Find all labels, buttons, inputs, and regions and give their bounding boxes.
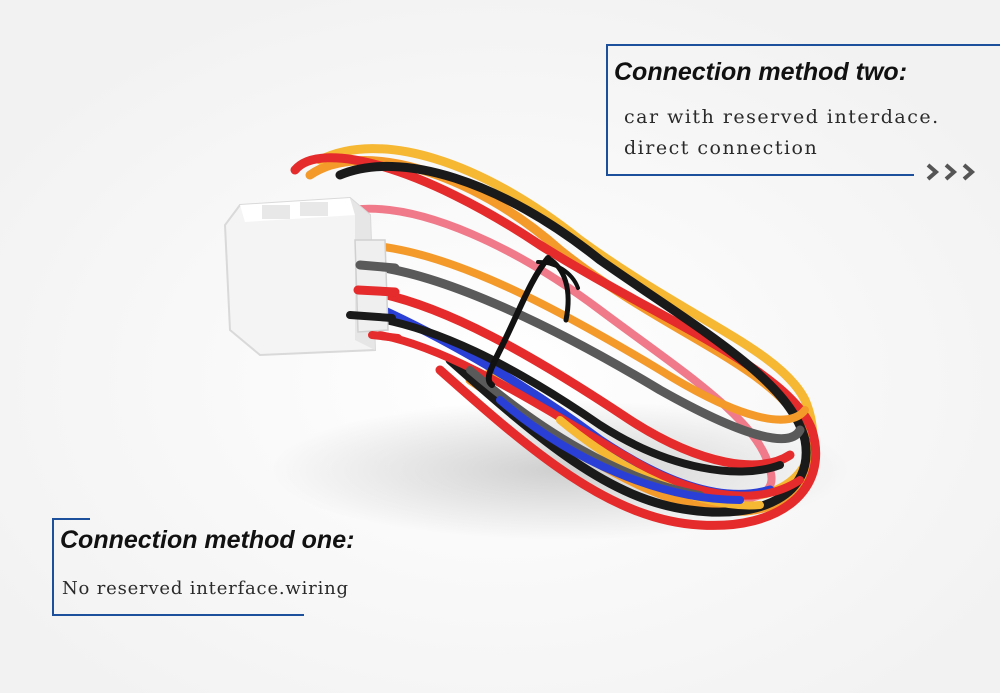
callout-one-bottom-line xyxy=(52,614,304,616)
wire-blue-lower xyxy=(496,396,744,504)
callout-one-line1: No reserved interface.wiring xyxy=(62,578,349,599)
connector-wire-stubs xyxy=(346,260,402,342)
wire-bundle xyxy=(290,144,821,530)
triple-chevron-right-icon xyxy=(926,163,976,181)
cable-tie xyxy=(485,255,580,388)
wire-red-lower xyxy=(376,331,804,500)
wire-black-inner xyxy=(346,311,784,476)
callout-two-left-line xyxy=(606,44,608,176)
callout-two-line2: direct connection xyxy=(624,137,819,159)
wire-black-outer xyxy=(335,161,811,517)
callout-two-top-line xyxy=(606,44,1000,46)
wire-orange-inner xyxy=(361,241,809,424)
callout-two-bottom-line xyxy=(606,174,914,176)
wire-red-inner xyxy=(355,285,795,470)
wire-gray xyxy=(355,260,805,444)
wire-red-outer xyxy=(290,153,821,530)
callout-one-left-line xyxy=(52,518,54,616)
connector-plug xyxy=(223,196,389,357)
callout-two-title: Connection method two: xyxy=(614,58,908,86)
callout-one-title: Connection method one: xyxy=(60,526,355,554)
callout-connection-method-two: Connection method two: car with reserved… xyxy=(606,44,1000,181)
callout-two-line1: car with reserved interdace. xyxy=(624,106,940,128)
callout-one-top-line xyxy=(52,518,90,520)
callout-connection-method-one: Connection method one: No reserved inter… xyxy=(52,518,354,616)
